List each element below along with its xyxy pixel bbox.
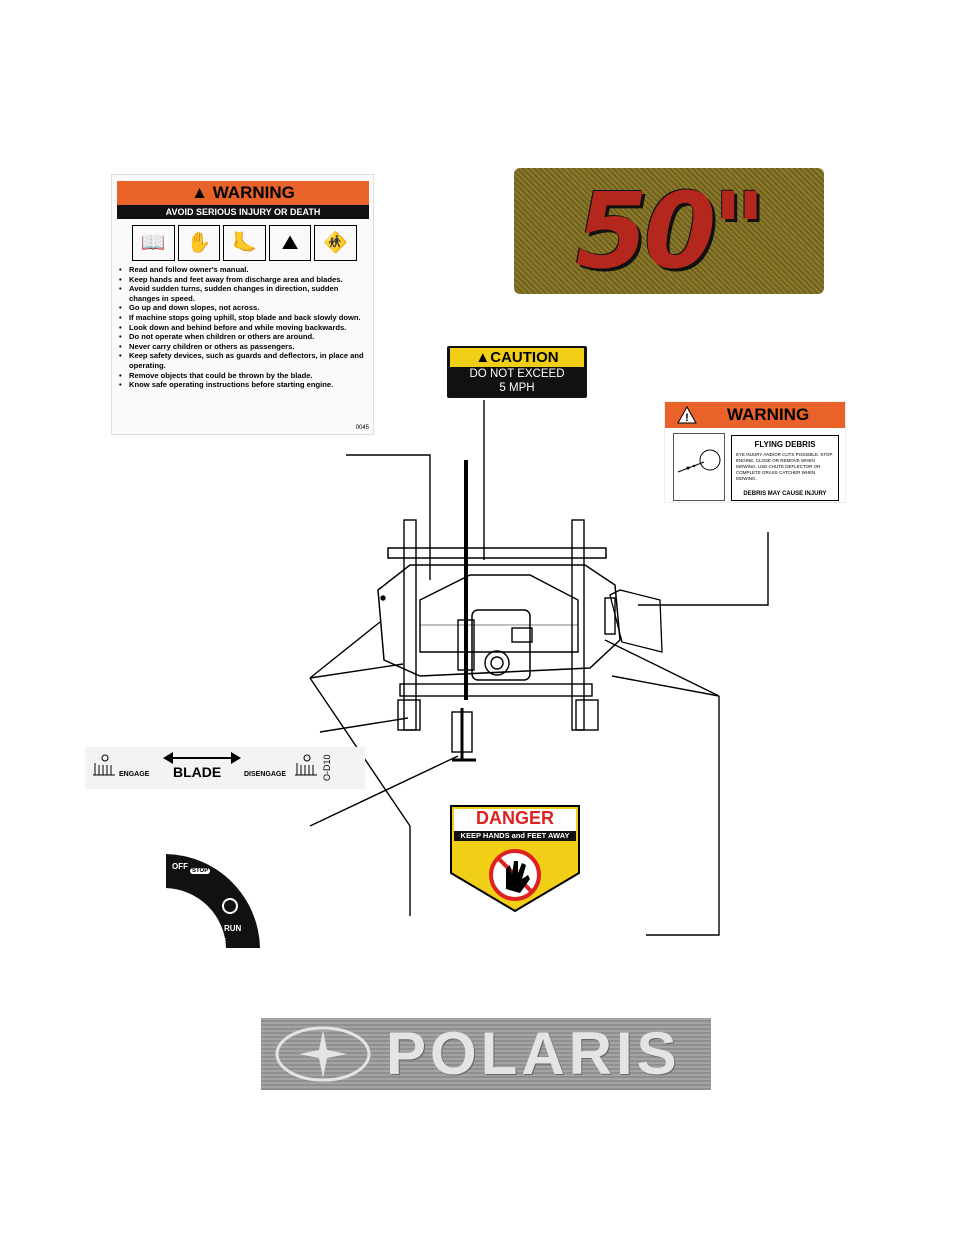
caution-title: CAUTION <box>490 349 559 366</box>
danger-title: DANGER <box>475 808 554 828</box>
engine <box>471 609 531 681</box>
warning-pictograms: 📖 ✋ 🦶 ⛰ 🚸 <box>132 225 357 261</box>
danger-decal: DANGER KEEP HANDS and FEET AWAY <box>448 803 582 913</box>
debris-footer: DEBRIS MAY CAUSE INJURY <box>743 491 827 497</box>
size-text: 50" <box>575 170 767 292</box>
danger-subtitle: KEEP HANDS and FEET AWAY <box>460 831 570 840</box>
svg-text:!: ! <box>685 412 689 424</box>
child-icon: 🚸 <box>314 225 357 261</box>
caution-line1: DO NOT EXCEED <box>469 368 565 380</box>
debris-text-box: FLYING DEBRIS EYE INJURY AND/OR CUTS POS… <box>731 435 839 501</box>
warning-subtitle: AVOID SERIOUS INJURY OR DEATH <box>117 205 369 219</box>
mower-deck <box>377 564 621 677</box>
brand-decal: POLARIS <box>261 1018 711 1090</box>
leader-line <box>611 675 720 697</box>
discharge-chute <box>609 589 663 653</box>
ignition-arc <box>166 854 260 948</box>
leader-line <box>319 717 409 733</box>
debris-heading: FLYING DEBRIS <box>754 440 816 449</box>
ignition-run: RUN <box>224 924 242 933</box>
debris-body: EYE INJURY AND/OR CUTS POSSIBLE. STOP EN… <box>736 452 833 481</box>
warning-list: Read and follow owner's manual. Keep han… <box>117 265 367 390</box>
list-item: Read and follow owner's manual. <box>117 265 367 275</box>
list-item: Know safe operating instructions before … <box>117 380 367 390</box>
blade-decal-code: O-D10 <box>322 754 332 781</box>
caution-decal: ▲CAUTION DO NOT EXCEED 5 MPH <box>447 346 587 398</box>
leader-line <box>604 639 720 697</box>
slope-icon: ⛰ <box>268 225 312 261</box>
list-item: Go up and down slopes, not across. <box>117 303 367 313</box>
leader-line <box>346 454 431 580</box>
leader-line <box>309 663 404 679</box>
blade-decal: ENGAGE BLADE DISENGAGE O-D10 <box>85 747 365 789</box>
ignition-decal: OFF STOP RUN CHOKE <box>164 852 262 950</box>
list-item: Do not operate when children or others a… <box>117 332 367 342</box>
caution-line2: 5 MPH <box>499 382 535 394</box>
engage-label: ENGAGE <box>119 771 150 778</box>
blade-disengage-icon <box>295 754 317 776</box>
size-decal: 50" <box>514 168 824 294</box>
leader-line <box>309 621 381 679</box>
frame-crossbar <box>387 547 607 559</box>
leader-line <box>309 755 459 827</box>
list-item: Look down and behind before and while mo… <box>117 323 367 333</box>
brand-name: POLARIS <box>386 1020 681 1087</box>
manual-icon: 📖 <box>132 225 175 261</box>
ignition-stop: STOP <box>190 868 211 874</box>
debris-pictogram-icon <box>673 433 725 501</box>
list-item: Keep safety devices, such as guards and … <box>117 351 367 370</box>
debris-title: WARNING <box>727 405 810 424</box>
ignition-choke: CHOKE <box>208 938 227 944</box>
debris-warning-decal: ! WARNING FLYING DEBRIS EYE INJURY AND/O… <box>664 401 846 503</box>
leader-line <box>646 696 720 936</box>
warning-header: ▲ WARNING <box>117 181 369 205</box>
ignition-off: OFF <box>172 862 188 871</box>
polaris-star-logo <box>275 1026 371 1082</box>
caution-header: ▲CAUTION <box>450 348 584 367</box>
warning-decal: ▲ WARNING AVOID SERIOUS INJURY OR DEATH … <box>111 174 374 435</box>
debris-header: ! WARNING <box>665 402 845 428</box>
leader-line <box>638 532 769 606</box>
list-item: Keep hands and feet away from discharge … <box>117 275 367 285</box>
danger-shield <box>450 805 580 913</box>
list-item: Never carry children or others as passen… <box>117 342 367 352</box>
blade-engage-icon <box>93 754 115 776</box>
warning-triangle-icon: ! <box>677 406 697 424</box>
double-arrow-icon <box>163 752 241 764</box>
blade-label: BLADE <box>173 764 222 780</box>
disengage-label: DISENGAGE <box>244 771 287 778</box>
list-item: If machine stops going uphill, stop blad… <box>117 313 367 323</box>
warning-title: WARNING <box>212 183 295 202</box>
list-item: Remove objects that could be thrown by t… <box>117 371 367 381</box>
decal-code: 0045 <box>355 425 369 431</box>
list-item: Avoid sudden turns, sudden changes in di… <box>117 284 367 303</box>
foot-blade-icon: 🦶 <box>223 225 266 261</box>
hand-blade-icon: ✋ <box>177 225 221 261</box>
